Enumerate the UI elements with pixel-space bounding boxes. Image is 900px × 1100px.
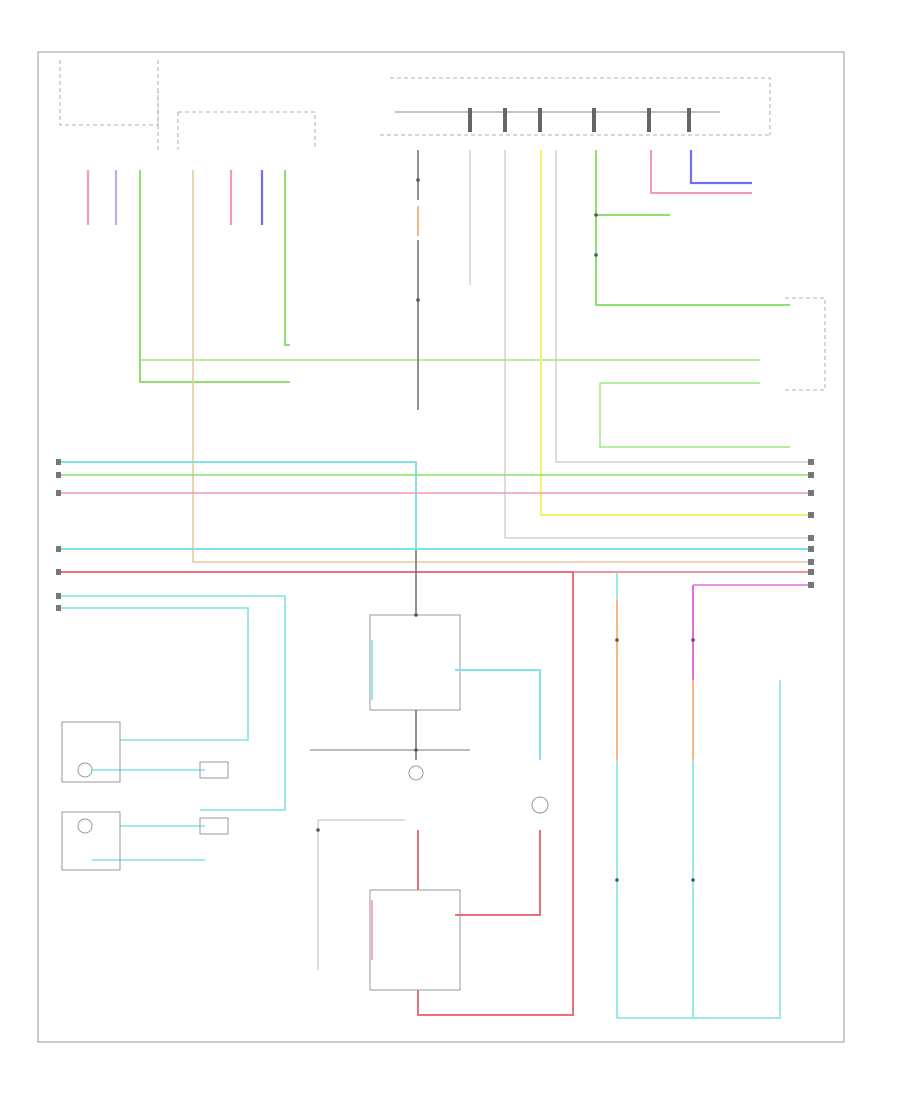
relay-box-lower: [369, 830, 541, 991]
wire-green-2: [284, 170, 290, 346]
wire-tan-1: [192, 170, 810, 563]
wire-red-1: [60, 571, 574, 1016]
wire-lightblue-8: [616, 572, 781, 1019]
wire-green-4: [595, 150, 790, 306]
right-top-module: [380, 77, 771, 136]
wire-yellow-1: [540, 150, 810, 516]
wire-green-1: [139, 170, 290, 383]
diagram-frame: [37, 51, 845, 1043]
top-left-module: [59, 60, 159, 150]
switch-box-lower: [61, 811, 121, 871]
wire-lightblue-3: [60, 595, 286, 811]
connector-b: [199, 817, 229, 835]
wire-blue-2: [689, 150, 752, 185]
right-module: [785, 297, 826, 391]
wire-lightblue-4: [60, 607, 249, 741]
top-connector-pins: [468, 108, 691, 132]
connector-a: [199, 761, 229, 779]
wire-lightblue-1: [60, 461, 417, 550]
wire-green-6: [599, 383, 790, 448]
lamp-upper: [408, 765, 424, 781]
wire-gray-2: [504, 150, 810, 539]
wire-pink-3: [650, 150, 752, 194]
switch-box-upper: [61, 721, 121, 783]
right-terminals: [808, 459, 814, 588]
center-top-module: [177, 111, 316, 150]
wire-gray-1: [555, 150, 810, 463]
lamp-right: [531, 796, 549, 814]
left-terminals: [56, 459, 61, 611]
relay-box-upper: [369, 614, 541, 760]
junction-dots: [316, 178, 695, 882]
